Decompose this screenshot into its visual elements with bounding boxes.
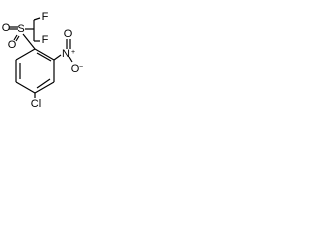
atom-cl: Cl bbox=[31, 98, 41, 110]
atom-n: N bbox=[62, 48, 70, 60]
atom-f-bottom: F bbox=[42, 34, 49, 46]
ring-bond-4 bbox=[15, 81, 36, 94]
ring-double-2 bbox=[36, 78, 51, 89]
ring-double-1 bbox=[36, 52, 52, 62]
bond-s-o-bottom bbox=[13, 34, 18, 41]
atom-o-nitro-up: O bbox=[64, 28, 73, 40]
atom-labels: O S O F F Cl N + O O − bbox=[2, 11, 83, 110]
ring-bond-1 bbox=[34, 48, 55, 61]
bond-ring-n bbox=[53, 54, 62, 61]
ring-bond-6 bbox=[15, 48, 36, 61]
atom-o-minus: − bbox=[79, 64, 83, 71]
atom-f-top: F bbox=[42, 11, 49, 23]
atom-s: S bbox=[17, 23, 24, 35]
atom-n-charge: + bbox=[71, 49, 75, 56]
bond-c-f-top bbox=[33, 17, 41, 21]
bond-n-o-down bbox=[68, 56, 73, 63]
bond-s-ring bbox=[22, 33, 36, 50]
atom-o-nitro-down: O bbox=[71, 63, 80, 75]
atom-o-bottom: O bbox=[8, 39, 17, 51]
bonds bbox=[9, 17, 73, 98]
atom-o-top: O bbox=[2, 22, 11, 34]
molecule-diagram: O S O F F Cl N + O O − bbox=[2, 11, 83, 110]
ring-bond-3 bbox=[34, 81, 55, 94]
bond-s-o-bottom-double bbox=[15, 35, 20, 42]
